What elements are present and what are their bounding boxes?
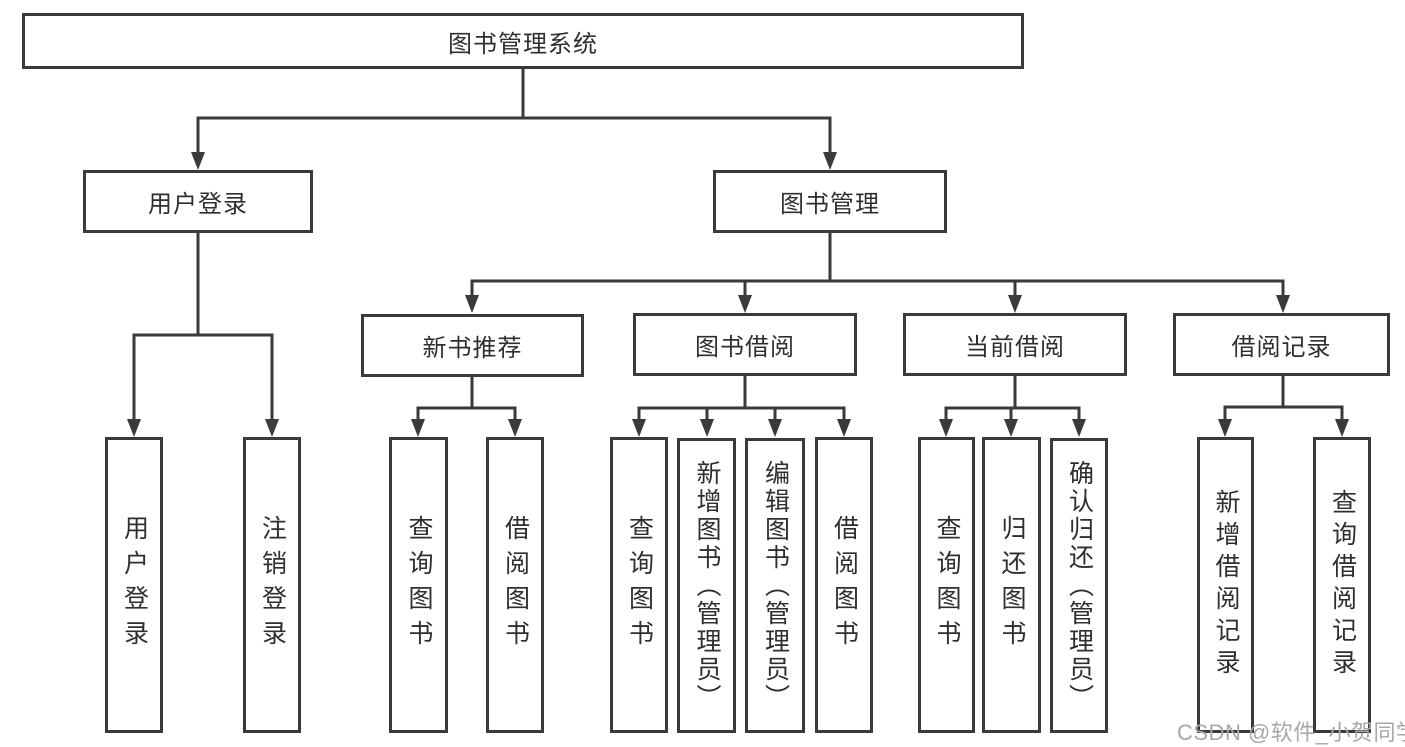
node-new-book-recommend: 新书推荐 bbox=[361, 314, 584, 377]
node-book-borrow-label: 图书借阅 bbox=[695, 334, 795, 361]
leaf-user-login: 用户登录 bbox=[105, 437, 163, 733]
leaf-add-book-admin: 新增图书（管理员） bbox=[677, 438, 736, 733]
node-current-borrow-label: 当前借阅 bbox=[965, 334, 1065, 361]
leaf-logout: 注销登录 bbox=[243, 437, 301, 733]
leaf-add-book-admin-label: 新增图书（管理员） bbox=[693, 459, 721, 712]
node-borrow-record: 借阅记录 bbox=[1173, 313, 1390, 376]
leaf-query-borrow-record: 查询借阅记录 bbox=[1313, 437, 1371, 733]
node-new-book-recommend-label: 新书推荐 bbox=[422, 335, 523, 362]
node-root-label: 图书管理系统 bbox=[448, 30, 598, 58]
csdn-watermark: CSDN @软件_小贺同学 bbox=[1177, 720, 1405, 745]
leaf-query-book-2: 查询图书 bbox=[610, 437, 668, 733]
leaf-return-book: 归还图书 bbox=[982, 437, 1041, 733]
leaf-confirm-return-admin: 确认归还（管理员） bbox=[1050, 438, 1108, 733]
node-book-mgmt-branch-label: 图书管理 bbox=[780, 191, 880, 218]
leaf-borrow-book-1-label: 借阅图书 bbox=[501, 515, 530, 655]
leaf-user-login-label: 用户登录 bbox=[120, 515, 149, 655]
node-book-mgmt-branch: 图书管理 bbox=[713, 170, 947, 233]
leaf-borrow-book-2-label: 借阅图书 bbox=[830, 515, 859, 655]
leaf-add-borrow-record: 新增借阅记录 bbox=[1197, 437, 1254, 733]
leaf-logout-label: 注销登录 bbox=[258, 515, 287, 655]
leaf-edit-book-admin-label: 编辑图书（管理员） bbox=[761, 459, 790, 712]
leaf-query-book-2-label: 查询图书 bbox=[625, 515, 654, 655]
leaf-return-book-label: 归还图书 bbox=[998, 515, 1026, 655]
leaf-query-book-3: 查询图书 bbox=[918, 437, 975, 733]
node-root: 图书管理系统 bbox=[22, 13, 1024, 69]
leaf-confirm-return-admin-label: 确认归还（管理员） bbox=[1065, 459, 1094, 712]
leaf-query-book-1: 查询图书 bbox=[389, 437, 448, 733]
node-borrow-record-label: 借阅记录 bbox=[1231, 334, 1332, 361]
leaf-query-borrow-record-label: 查询借阅记录 bbox=[1328, 489, 1357, 681]
node-book-borrow: 图书借阅 bbox=[633, 313, 857, 376]
node-current-borrow: 当前借阅 bbox=[903, 313, 1127, 376]
node-user-login-branch-label: 用户登录 bbox=[148, 191, 248, 218]
leaf-borrow-book-2: 借阅图书 bbox=[815, 437, 873, 733]
leaf-query-book-1-label: 查询图书 bbox=[405, 515, 433, 655]
leaf-borrow-book-1: 借阅图书 bbox=[486, 437, 544, 733]
leaf-edit-book-admin: 编辑图书（管理员） bbox=[745, 438, 805, 733]
leaf-query-book-3-label: 查询图书 bbox=[933, 515, 961, 655]
node-user-login-branch: 用户登录 bbox=[83, 170, 313, 233]
leaf-add-borrow-record-label: 新增借阅记录 bbox=[1212, 489, 1240, 681]
